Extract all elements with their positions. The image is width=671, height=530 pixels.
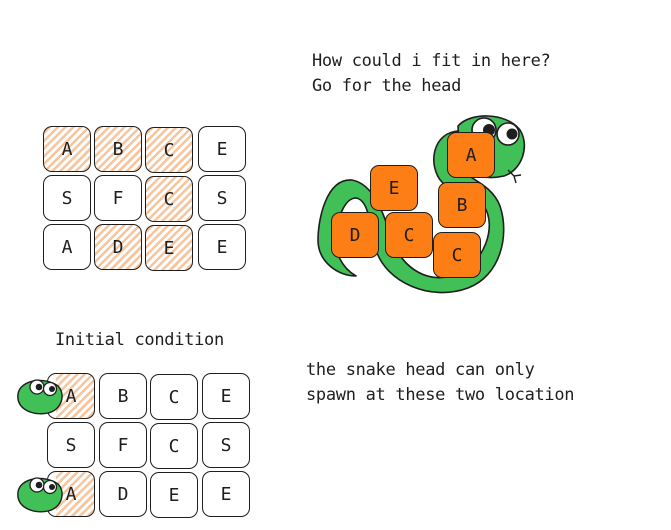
initial-condition-label: Initial condition: [55, 330, 224, 350]
question-line-2: Go for the head: [312, 76, 462, 96]
top-cell-r2c1: S: [43, 175, 91, 221]
spawn-line-1: the snake head can only: [306, 360, 535, 380]
bottom-cell-r1c4: E: [202, 373, 250, 419]
top-cell-r1c4: E: [198, 126, 246, 172]
bottom-cell-r1c2: B: [99, 373, 147, 419]
top-cell-r3c1: A: [43, 224, 91, 270]
top-cell-r1c1: A: [43, 126, 91, 172]
top-cell-r3c3: E: [145, 225, 193, 271]
snake-tile-4: C: [385, 212, 433, 258]
bottom-cell-r2c1: S: [47, 422, 95, 468]
bottom-cell-r3c3: E: [150, 472, 198, 518]
bottom-cell-r3c2: D: [99, 471, 147, 517]
top-cell-r1c3: C: [145, 127, 193, 173]
snake-tile-head: A: [447, 132, 495, 178]
bottom-cell-r3c1: A: [47, 471, 95, 517]
snake-tongue: [507, 169, 522, 184]
top-cell-r3c4: E: [198, 224, 246, 270]
snake-tile-5: E: [370, 165, 418, 211]
top-cell-r3c2: D: [94, 224, 142, 270]
bottom-cell-r1c3: C: [150, 374, 198, 420]
snake-tile-2: B: [438, 182, 486, 228]
snake-tile-6: D: [331, 212, 379, 258]
spawn-line-2: spawn at these two location: [306, 385, 575, 405]
bottom-cell-r3c4: E: [202, 471, 250, 517]
bottom-cell-r2c3: C: [150, 423, 198, 469]
snake-tile-3: C: [433, 232, 481, 278]
top-cell-r2c3: C: [145, 176, 193, 222]
bottom-cell-r2c2: F: [99, 422, 147, 468]
top-cell-r2c4: S: [198, 175, 246, 221]
top-cell-r1c2: B: [94, 126, 142, 172]
bottom-cell-r2c4: S: [202, 422, 250, 468]
question-line-1: How could i fit in here?: [312, 51, 551, 71]
top-cell-r2c2: F: [94, 175, 142, 221]
bottom-cell-r1c1: A: [47, 373, 95, 419]
